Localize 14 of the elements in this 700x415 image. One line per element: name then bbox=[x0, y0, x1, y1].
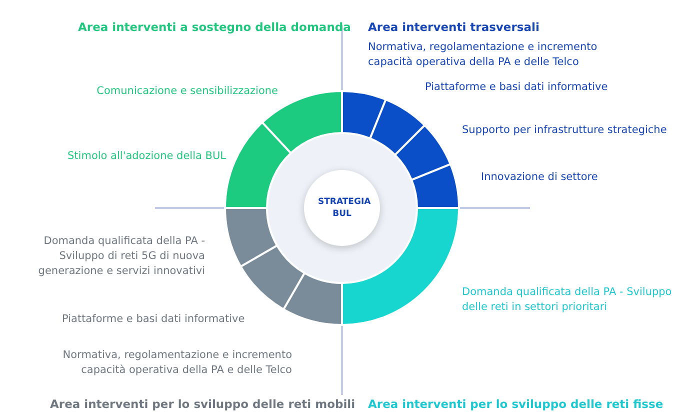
segment-label: Normativa, regolamentazione e incremento capacità operativa della PA e delle Telco bbox=[368, 40, 638, 70]
area-heading: Area interventi a sostegno della domanda bbox=[78, 20, 351, 34]
segment-label: Domanda qualificata della PA - Sviluppo delle reti in settori prioritari bbox=[462, 285, 692, 315]
segment-label: Comunicazione e sensibilizzazione bbox=[68, 84, 278, 99]
segment-label: Piattaforme e basi dati informative bbox=[425, 80, 675, 95]
area-heading: Area interventi trasversali bbox=[368, 20, 540, 34]
segment-label: Innovazione di settore bbox=[481, 170, 681, 185]
area-heading: Area interventi per lo sviluppo delle reti fisse bbox=[368, 397, 664, 411]
segment-label: Piattaforme e basi dati informative bbox=[62, 312, 292, 327]
segment-label: Supporto per infrastrutture strategiche bbox=[462, 123, 692, 138]
segment-label: Domanda qualificata della PA - Sviluppo di reti 5G di nuova generazione e servizi innovativi bbox=[25, 234, 205, 279]
segment-label: Stimolo all'adozione della BUL bbox=[26, 149, 226, 164]
segment-label: Normativa, regolamentazione e incremento capacità operativa della PA e delle Telco bbox=[32, 348, 292, 378]
area-heading: Area interventi per lo sviluppo delle reti mobili bbox=[50, 397, 356, 411]
